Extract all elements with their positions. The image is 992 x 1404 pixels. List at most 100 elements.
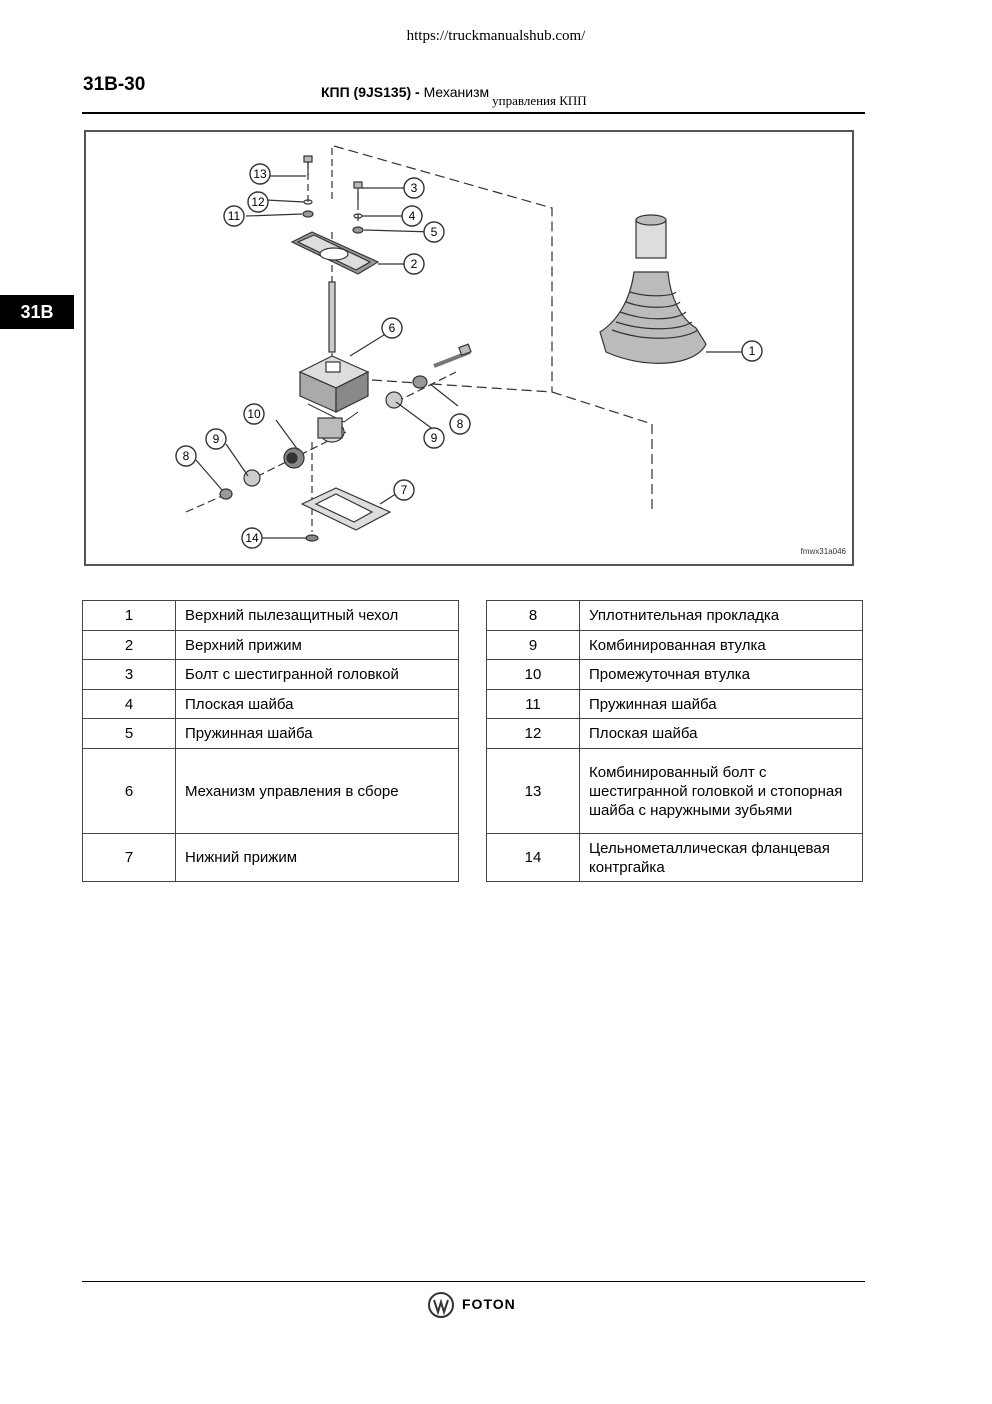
figure-id: fmwx31a046 xyxy=(800,547,846,556)
callout-7: 7 xyxy=(393,479,415,501)
callout-label: 3 xyxy=(411,181,418,195)
callout-5: 5 xyxy=(423,221,445,243)
part-name: Нижний прижим xyxy=(175,833,459,882)
part-number: 11 xyxy=(486,689,580,719)
foton-logo: FOTON xyxy=(426,1290,526,1320)
part-number: 1 xyxy=(82,600,176,631)
part-number: 6 xyxy=(82,748,176,834)
part-number: 12 xyxy=(486,718,580,749)
washer-11-shape xyxy=(302,210,314,218)
callout-label: 6 xyxy=(389,321,396,335)
part-name: Цельнометаллическая фланцевая контргайка xyxy=(579,833,863,882)
callout-12: 12 xyxy=(247,191,269,213)
part-number: 7 xyxy=(82,833,176,882)
callout-label: 10 xyxy=(247,407,261,421)
callout-9: 9 xyxy=(423,427,445,449)
callout-label: 2 xyxy=(411,257,418,271)
callout-8: 8 xyxy=(449,413,471,435)
part-name: Плоская шайба xyxy=(175,689,459,719)
dash-line-frame xyxy=(333,145,653,512)
callout-label: 4 xyxy=(409,209,416,223)
callout-4: 4 xyxy=(401,205,423,227)
bolt-13-shape xyxy=(303,155,313,176)
page-title: КПП (9JS135) - Механизмуправления КПП xyxy=(321,84,587,108)
callout-label: 9 xyxy=(213,432,220,446)
callout-label: 1 xyxy=(749,344,756,358)
part-name: Уплотнительная прокладка xyxy=(579,600,863,631)
callout-8: 8 xyxy=(175,445,197,467)
title-sub: управления КПП xyxy=(492,93,587,108)
part-number: 4 xyxy=(82,689,176,719)
part-number: 3 xyxy=(82,659,176,690)
part-name: Верхний пылезащитный чехол xyxy=(175,600,459,631)
source-url: https://truckmanualshub.com/ xyxy=(406,28,586,44)
part-number: 13 xyxy=(486,748,580,834)
part-number: 5 xyxy=(82,718,176,749)
callout-6: 6 xyxy=(381,317,403,339)
part-name: Болт с шестигранной головкой xyxy=(175,659,459,690)
callout-2: 2 xyxy=(403,253,425,275)
callout-label: 13 xyxy=(253,167,267,181)
callout-label: 7 xyxy=(401,483,408,497)
part-name: Пружинная шайба xyxy=(579,689,863,719)
callout-10: 10 xyxy=(243,403,265,425)
part-name: Комбинированный болт с шестигранной голо… xyxy=(579,748,863,834)
washer-5-shape xyxy=(352,226,364,234)
nut-14-shape xyxy=(305,534,319,542)
part-name: Плоская шайба xyxy=(579,718,863,749)
callout-label: 5 xyxy=(431,225,438,239)
callout-1: 1 xyxy=(741,340,763,362)
bushings-shape xyxy=(219,375,428,500)
footer-rule xyxy=(82,1281,865,1282)
part-number: 8 xyxy=(486,600,580,631)
title-main: Механизм xyxy=(423,84,490,100)
lever-shaft-shape xyxy=(328,281,336,353)
part-number: 10 xyxy=(486,659,580,690)
dust-boot-shape xyxy=(599,214,707,364)
callout-13: 13 xyxy=(249,163,271,185)
callout-3: 3 xyxy=(403,177,425,199)
part-name: Промежуточная втулка xyxy=(579,659,863,690)
callout-9: 9 xyxy=(205,428,227,450)
mechanism-body-shape xyxy=(298,355,370,423)
callout-label: 8 xyxy=(183,449,190,463)
part-name: Комбинированная втулка xyxy=(579,630,863,660)
section-tab: 31B xyxy=(0,295,74,329)
part-number: 9 xyxy=(486,630,580,660)
part-name: Пружинная шайба xyxy=(175,718,459,749)
callout-label: 12 xyxy=(251,195,265,209)
foton-emblem-icon xyxy=(428,1292,454,1318)
callout-label: 9 xyxy=(431,431,438,445)
callout-label: 14 xyxy=(245,531,259,545)
part-number: 14 xyxy=(486,833,580,882)
brand-name: FOTON xyxy=(462,1296,516,1312)
bolt-3-shape xyxy=(353,181,363,204)
title-bold: КПП (9JS135) - xyxy=(321,84,420,100)
part-name: Механизм управления в сборе xyxy=(175,748,459,834)
callout-label: 8 xyxy=(457,417,464,431)
callout-11: 11 xyxy=(223,205,245,227)
callout-14: 14 xyxy=(241,527,263,549)
part-name: Верхний прижим xyxy=(175,630,459,660)
part-number: 2 xyxy=(82,630,176,660)
header-rule xyxy=(82,112,865,114)
page-number: 31B-30 xyxy=(83,74,146,95)
callout-label: 11 xyxy=(228,209,241,223)
